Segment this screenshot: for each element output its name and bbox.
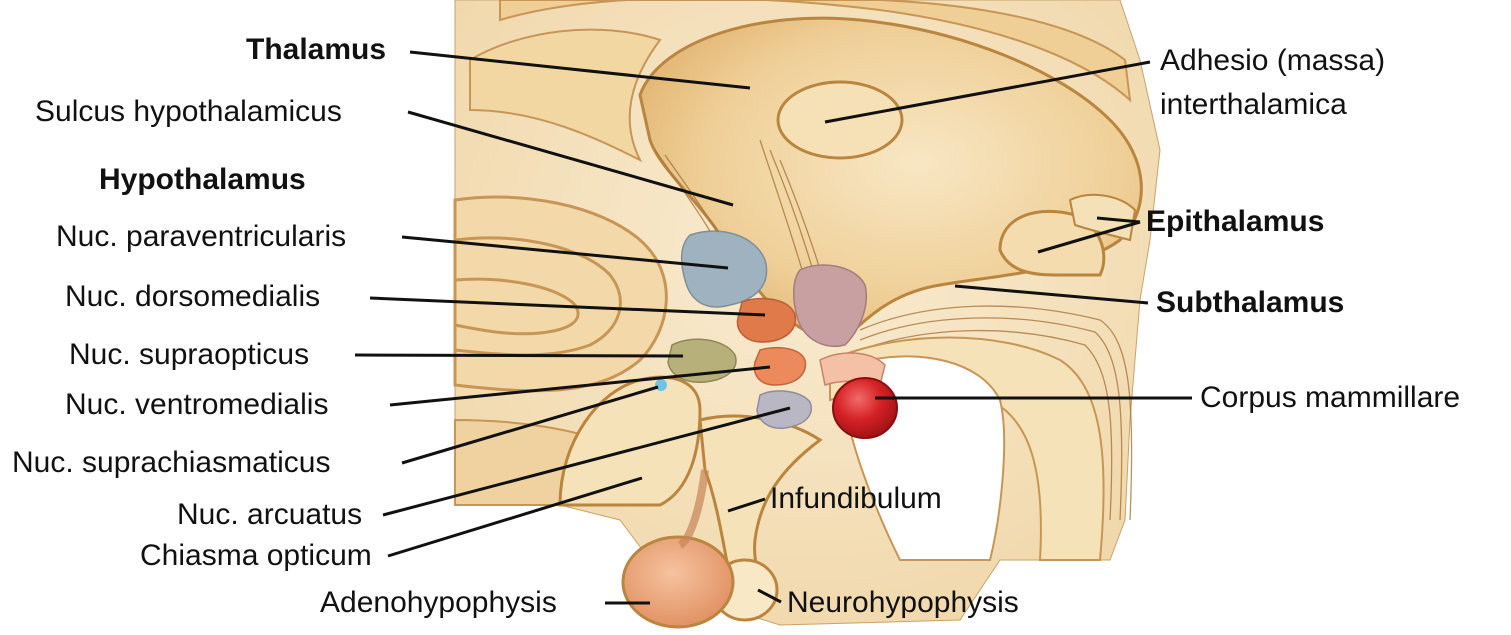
label-subthalamus: Subthalamus — [1156, 286, 1344, 320]
label-nuc-supraopticus: Nuc. supraopticus — [69, 338, 309, 372]
label-nuc-dorsomedialis: Nuc. dorsomedialis — [65, 280, 320, 314]
nuc-suprachiasmaticus-shape — [655, 379, 667, 391]
label-nuc-suprachiasmaticus: Nuc. suprachiasmaticus — [12, 446, 330, 480]
label-sulcus-hypothalamicus: Sulcus hypothalamicus — [35, 95, 342, 129]
label-epithalamus: Epithalamus — [1146, 205, 1324, 239]
label-adenohypophysis: Adenohypophysis — [320, 586, 557, 620]
label-nuc-arcuatus: Nuc. arcuatus — [177, 498, 362, 532]
label-nuc-ventromedialis: Nuc. ventromedialis — [65, 388, 328, 422]
label-adhesio-line2: interthalamica — [1160, 88, 1347, 122]
label-corpus-mammillare: Corpus mammillare — [1200, 381, 1460, 415]
label-chiasma-opticum: Chiasma opticum — [140, 539, 372, 573]
corpus-mammillare-shape — [833, 378, 897, 438]
adenohypophysis-body — [623, 537, 733, 627]
label-hypothalamus: Hypothalamus — [99, 163, 306, 197]
label-adhesio-line1: Adhesio (massa) — [1160, 44, 1385, 78]
label-neurohypophysis: Neurohypophysis — [787, 586, 1019, 620]
nuc-dorsomedialis-shape — [737, 298, 795, 342]
label-infundibulum: Infundibulum — [770, 482, 942, 516]
label-nuc-paraventricularis: Nuc. paraventricularis — [56, 220, 346, 254]
label-thalamus: Thalamus — [246, 33, 386, 67]
